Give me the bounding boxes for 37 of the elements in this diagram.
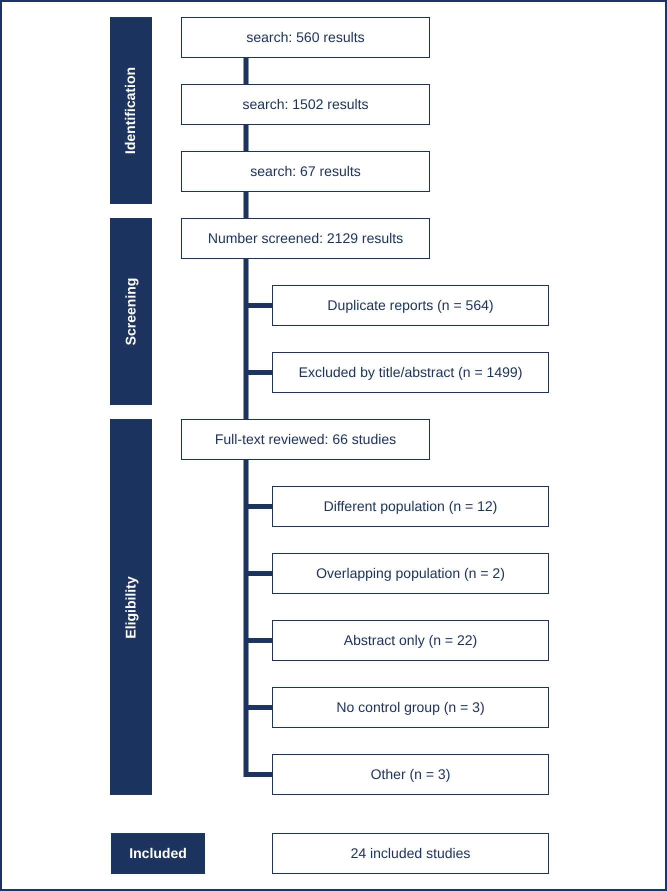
box-label: 24 included studies (350, 844, 470, 862)
connector-line (244, 192, 248, 218)
box-label: search: 67 results (250, 162, 361, 180)
process-box (272, 754, 549, 795)
process-box (272, 352, 549, 393)
box-label: Abstract only (n = 22) (344, 632, 478, 650)
box-label: search: 1502 results (242, 96, 369, 114)
process-box (272, 620, 549, 661)
connector-line (244, 58, 248, 84)
process-box (181, 151, 430, 192)
box-label: No control group (n = 3) (336, 698, 485, 716)
stage-band (110, 419, 152, 795)
stage-band (110, 218, 152, 405)
process-box (272, 833, 549, 874)
stage-label: Screening (122, 278, 140, 346)
box-label: Overlapping population (n = 2) (316, 564, 505, 582)
box-label: Excluded by title/abstract (n = 1499) (298, 364, 522, 382)
stage-band (110, 17, 152, 204)
stage-label: Eligibility (122, 576, 140, 638)
process-box (272, 285, 549, 326)
box-label: Full-text reviewed: 66 studies (214, 430, 396, 448)
process-box (272, 486, 549, 527)
process-box (181, 17, 430, 58)
stage-band (111, 833, 205, 874)
stage-label: Identification (122, 66, 140, 154)
box-label: Duplicate reports (n = 564) (327, 296, 494, 314)
box-label: search: 560 results (246, 28, 365, 46)
box-label: Number screened: 2129 results (208, 230, 404, 248)
process-box (272, 687, 549, 728)
process-box (272, 553, 549, 594)
stage-label: Included (129, 844, 187, 863)
process-box (181, 218, 430, 259)
box-label: Different population (n = 12) (324, 498, 498, 516)
box-label: Other (n = 3) (370, 766, 450, 784)
process-box (181, 84, 430, 125)
connector-line (244, 125, 248, 151)
process-box (181, 419, 430, 460)
